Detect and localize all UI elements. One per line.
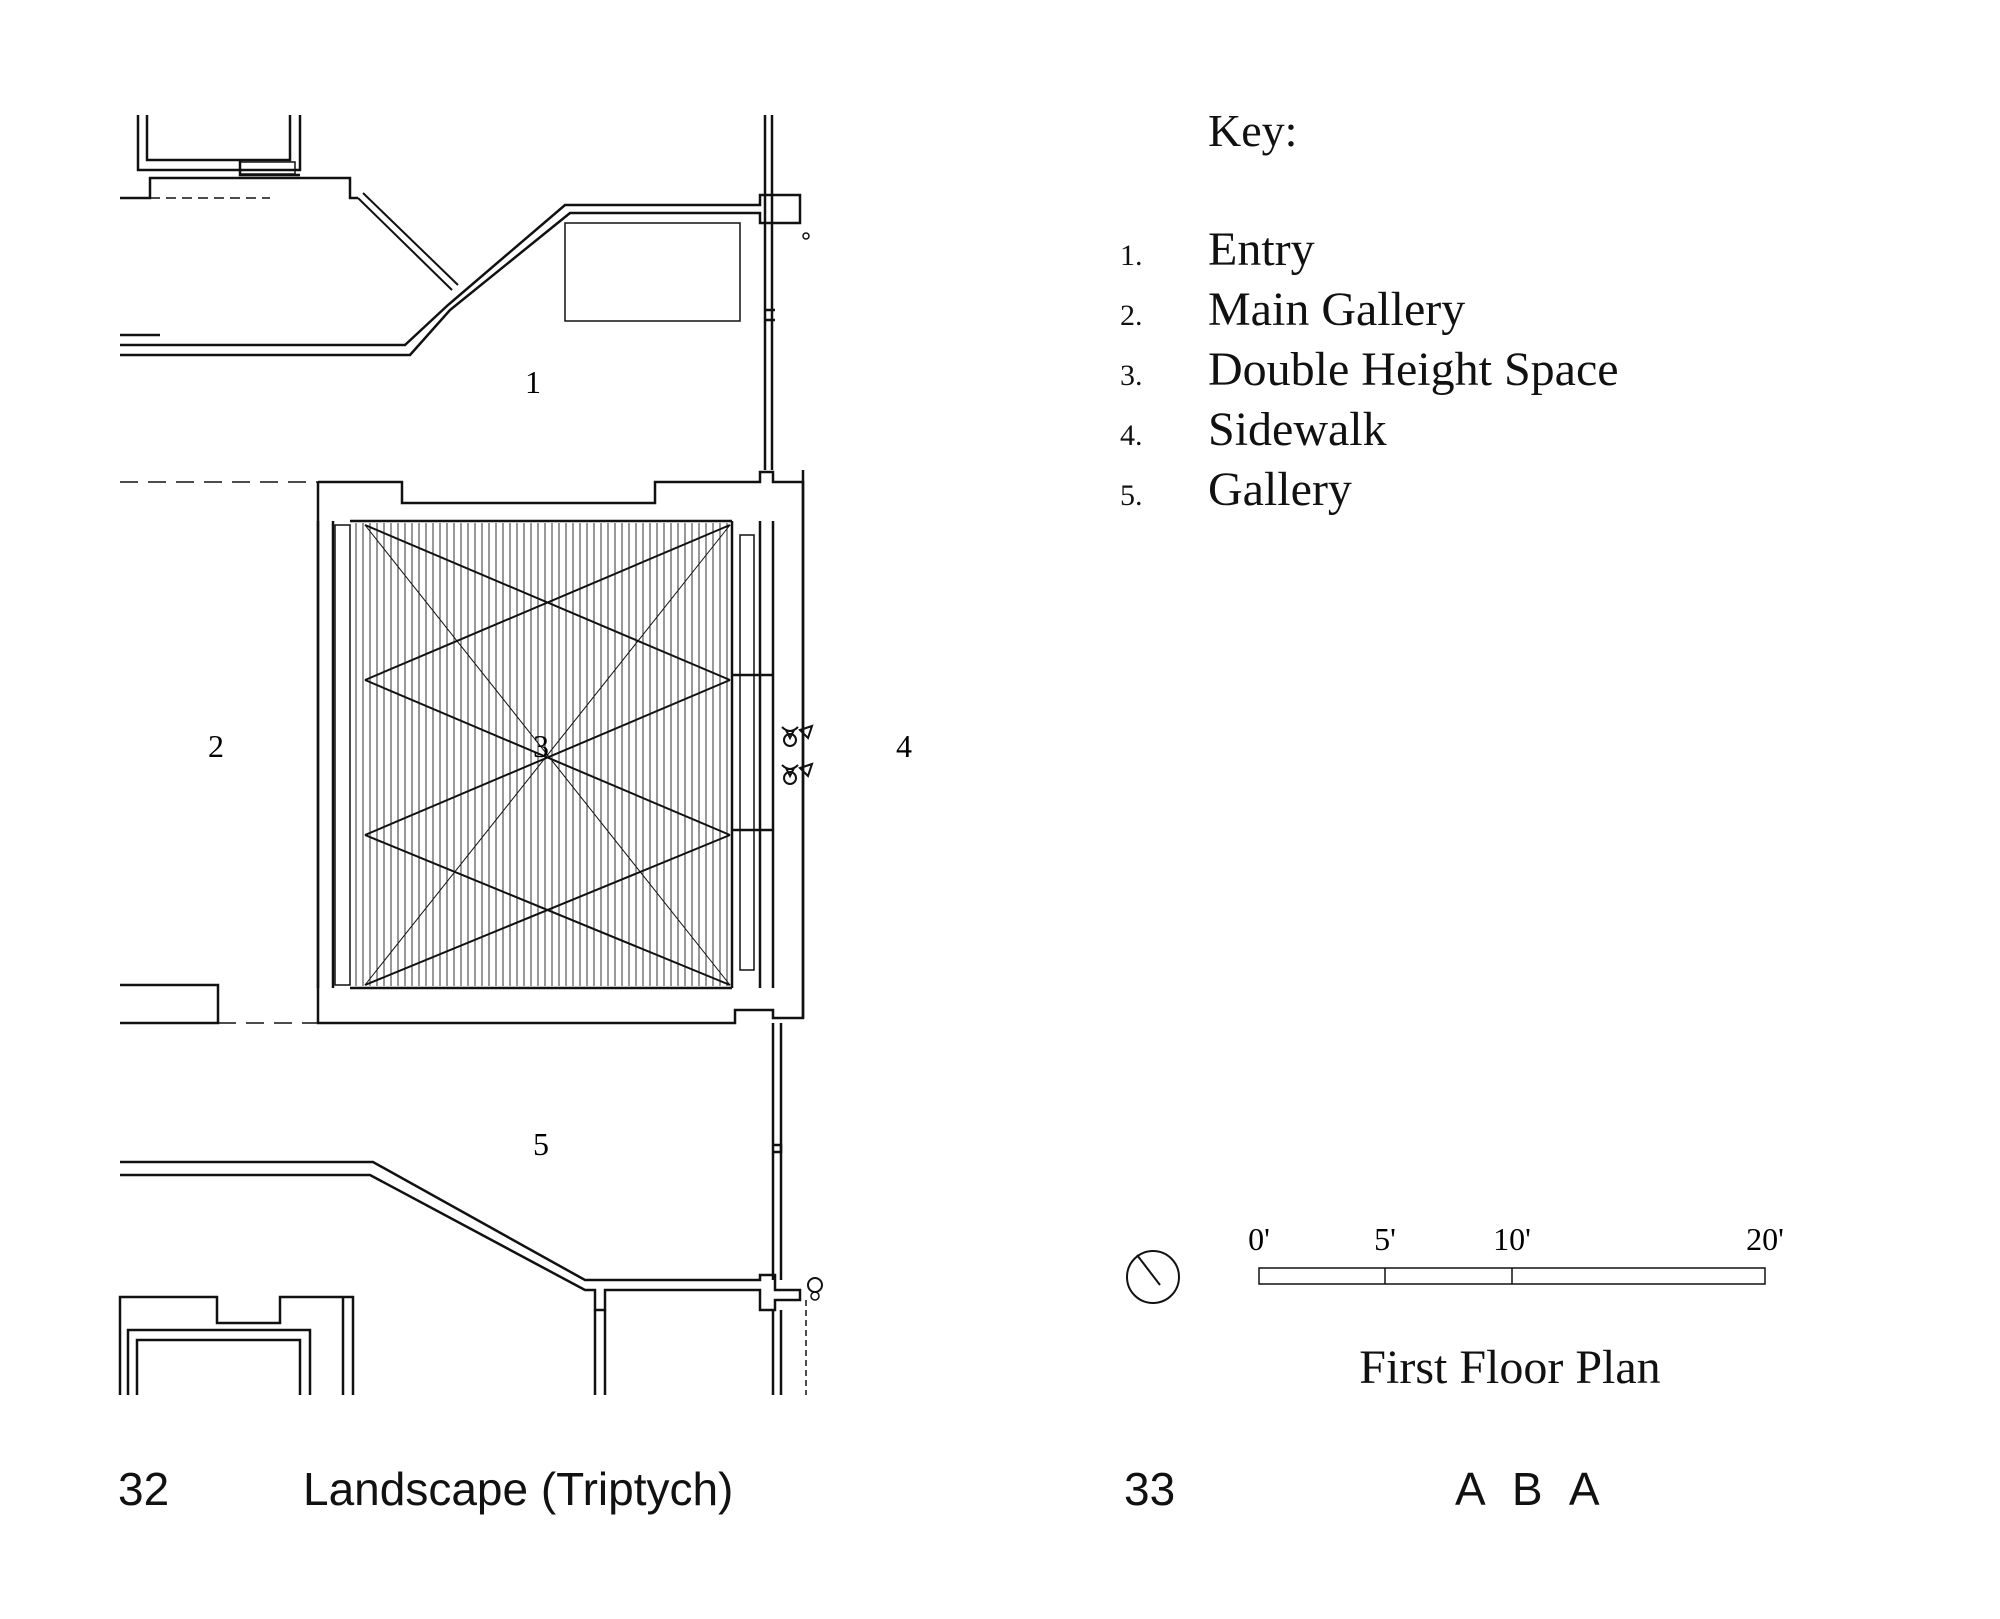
lower-left-room [118, 1295, 355, 1395]
room-labels: 1 2 3 4 5 [208, 364, 912, 1162]
right-page-number: 33 [1124, 1463, 1176, 1515]
scale-label-10: 10' [1493, 1221, 1531, 1257]
entry-walls [120, 115, 810, 470]
key-item-number: 3. [1120, 359, 1143, 392]
key-item-number: 2. [1120, 299, 1143, 332]
key-list: 1. Entry 2. Main Gallery 3. Double Height S… [1120, 222, 1619, 522]
room-label-gallery: 5 [533, 1126, 549, 1162]
scale-bar-labels: 0' 5' 10' 20' [1248, 1221, 1784, 1257]
key-item: 4. Sidewalk [1120, 402, 1619, 462]
scale-label-20: 20' [1746, 1221, 1784, 1257]
north-arrow-icon [1126, 1250, 1180, 1304]
key-item-number: 5. [1120, 479, 1143, 512]
key-item-label: Sidewalk [1208, 403, 1387, 456]
double-height-space [120, 470, 805, 1025]
scale-label-5: 5' [1374, 1221, 1396, 1257]
room-label-main-gallery: 2 [208, 728, 224, 764]
key-item-label: Main Gallery [1208, 283, 1466, 336]
sidewalk-figures [781, 724, 814, 785]
key-item-label: Entry [1208, 223, 1315, 276]
upper-left-room [120, 115, 358, 200]
scale-label-0: 0' [1248, 1221, 1270, 1257]
scale-bar [1258, 1267, 1766, 1285]
key-item: 3. Double Height Space [1120, 342, 1619, 402]
right-page-title: A B A [1455, 1463, 1608, 1515]
double-height-hatch [355, 523, 728, 986]
lower-gallery-walls [120, 1160, 823, 1395]
key-item-number: 1. [1120, 239, 1143, 272]
left-page-title: Landscape (Triptych) [303, 1463, 734, 1515]
key-item: 1. Entry [1120, 222, 1619, 282]
key-item: 2. Main Gallery [1120, 282, 1619, 342]
key-item: 5. Gallery [1120, 462, 1619, 522]
key-item-number: 4. [1120, 419, 1143, 452]
plan-title: First Floor Plan [1359, 1341, 1661, 1394]
key-item-label: Gallery [1208, 463, 1352, 516]
cross-bracing [364, 524, 731, 986]
room-label-entry: 1 [525, 364, 541, 400]
room-label-sidewalk: 4 [896, 728, 912, 764]
left-page-number: 32 [118, 1463, 170, 1515]
key-title: Key: [1208, 105, 1298, 156]
key-item-label: Double Height Space [1208, 343, 1619, 396]
room-label-double-height-space: 3 [533, 728, 549, 764]
facade-wall [771, 470, 805, 1280]
